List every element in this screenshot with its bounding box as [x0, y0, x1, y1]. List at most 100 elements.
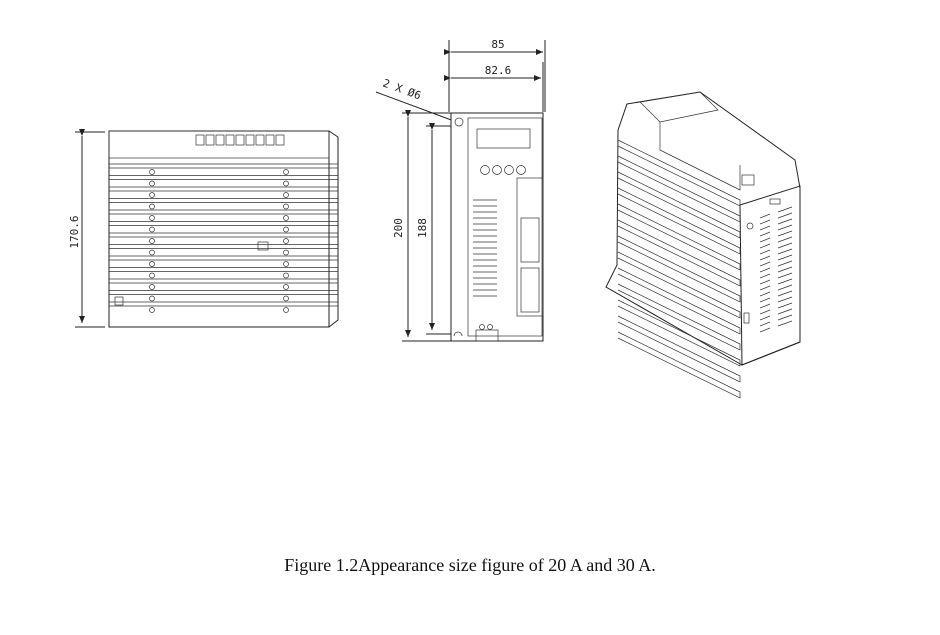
iso-vent-line [759, 237, 771, 243]
fin-hole [149, 295, 155, 302]
dim-width-inner-label: 82.6 [485, 64, 512, 77]
connector-pin [275, 134, 285, 146]
iso-vent-line [759, 279, 771, 285]
fin-hole [283, 272, 289, 279]
connector-pin [225, 134, 235, 146]
iso-vent-line [777, 248, 793, 255]
iso-vent-line [777, 266, 793, 273]
fin-hole [149, 192, 155, 198]
iso-vent-line [759, 273, 771, 279]
fin-hole [149, 215, 155, 221]
fin-hole [149, 180, 155, 187]
fin-hole [283, 295, 289, 302]
dim-hole-label: 2 X Ø6 [381, 77, 423, 103]
iso-vent-line [759, 267, 771, 273]
figure-caption: Figure 1.2Appearance size figure of 20 A… [284, 555, 656, 575]
fin-hole [149, 203, 155, 210]
fin-hole [283, 261, 289, 267]
front-vents [473, 199, 497, 297]
iso-vent-line [777, 278, 793, 285]
fin-hole [283, 215, 289, 221]
iso-vent-line [777, 224, 793, 231]
iso-fin [617, 155, 741, 223]
fin-hole [149, 284, 155, 290]
connector-pin [215, 134, 225, 146]
fin-hole [283, 180, 289, 187]
iso-vent-line [777, 206, 793, 213]
dim-width-outer-label: 85 [491, 38, 504, 51]
iso-fin [617, 139, 741, 207]
fin-hole [283, 192, 289, 198]
iso-vent-line [777, 302, 793, 309]
front-button [504, 165, 514, 175]
isometric-view [605, 91, 801, 399]
iso-fin [617, 283, 741, 351]
iso-vent-line [777, 296, 793, 303]
iso-fin [617, 299, 741, 367]
iso-fin [617, 171, 741, 239]
top-connector [195, 134, 285, 146]
fin-hole [283, 238, 289, 244]
fin-hole [149, 249, 155, 256]
iso-vent-line [777, 254, 793, 261]
iso-vent-line [777, 284, 793, 291]
iso-vent-line [759, 321, 771, 327]
fin-hole [149, 169, 155, 175]
iso-vent-line [759, 315, 771, 321]
dim-depth-label: 170.6 [68, 215, 81, 248]
iso-fin [617, 187, 741, 255]
iso-fin [617, 203, 741, 271]
fin-hole [149, 272, 155, 279]
front-button [480, 165, 490, 175]
iso-vent-line [759, 303, 771, 309]
front-button [516, 165, 526, 175]
iso-vent-line [759, 219, 771, 225]
iso-vent-line [777, 212, 793, 219]
connector-pin [255, 134, 265, 146]
fin-hole [283, 284, 289, 290]
connector-pin [205, 134, 215, 146]
iso-vent-line [777, 236, 793, 243]
fin-hole [149, 261, 155, 267]
fin-hole [283, 169, 289, 175]
iso-vent-line [777, 260, 793, 267]
iso-vent-line [777, 290, 793, 297]
iso-vent-line [759, 243, 771, 249]
iso-vent-line [759, 231, 771, 237]
front-view: 85 82.6 2 X Ø6 200 188 [375, 38, 546, 342]
iso-vent-line [759, 285, 771, 291]
iso-fin [617, 235, 741, 303]
heatsink-fins [109, 163, 338, 313]
iso-vent-line [759, 309, 771, 315]
front-button [492, 165, 502, 175]
fin-hole [149, 307, 155, 313]
iso-vent-line [777, 242, 793, 249]
side-view: 170.6 [68, 129, 339, 328]
iso-vent-line [777, 314, 793, 321]
dim-height-outer-label: 200 [392, 218, 405, 238]
connector-pin [195, 134, 205, 146]
iso-fin [617, 251, 741, 319]
connector-pin [245, 134, 255, 146]
iso-vent-line [777, 308, 793, 315]
iso-vent-line [759, 249, 771, 255]
iso-vent-line [777, 272, 793, 279]
dim-height-inner-label: 188 [416, 218, 429, 238]
iso-vent-line [777, 218, 793, 225]
fin-hole [283, 307, 289, 313]
connector-pin [235, 134, 245, 146]
front-buttons [480, 165, 526, 175]
iso-vent-line [759, 261, 771, 267]
iso-fin [617, 267, 741, 335]
iso-fin [617, 219, 741, 287]
iso-fin [617, 315, 741, 383]
iso-vent-line [777, 230, 793, 237]
iso-vents [759, 206, 793, 333]
iso-vent-line [759, 255, 771, 261]
iso-vent-line [759, 291, 771, 297]
iso-vent-line [759, 225, 771, 231]
iso-vent-line [759, 327, 771, 333]
iso-fin [617, 331, 741, 399]
fin-hole [283, 226, 289, 233]
